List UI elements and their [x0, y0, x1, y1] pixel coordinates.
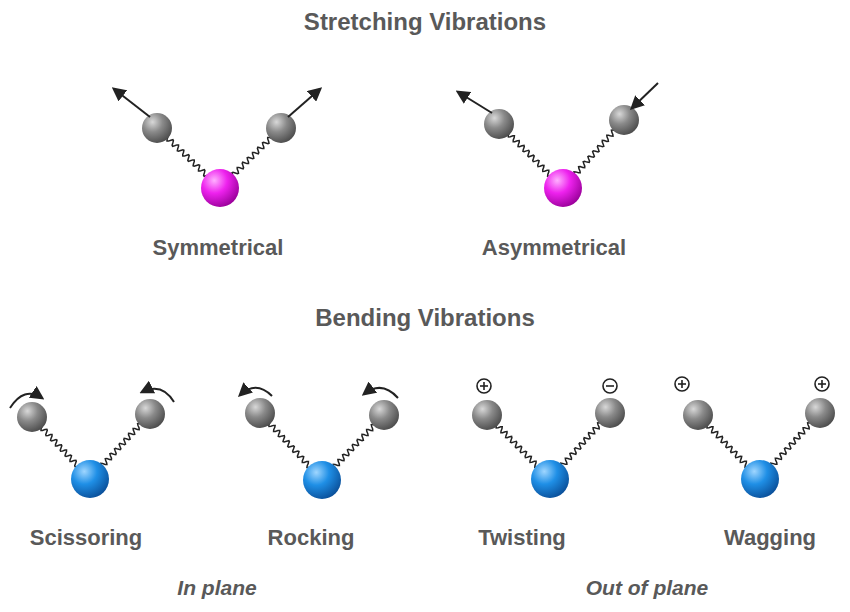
atom-sphere — [369, 400, 399, 430]
group-label: In plane — [177, 576, 256, 600]
minus-sign — [603, 379, 617, 393]
mode-label: Scissoring — [30, 525, 142, 551]
mode-label: Symmetrical — [153, 235, 284, 261]
atom-sphere — [17, 402, 47, 432]
motion-arrow — [114, 89, 150, 117]
motion-arrow — [632, 83, 658, 108]
atom-sphere — [805, 398, 835, 428]
motion-arrow — [288, 89, 320, 117]
motion-arrows — [10, 83, 658, 408]
atom-sphere — [609, 105, 639, 135]
atom-sphere — [683, 400, 713, 430]
atom-sphere — [245, 398, 275, 428]
plus-sign — [477, 379, 491, 393]
atom-group — [17, 105, 835, 499]
section-heading: Stretching Vibrations — [304, 8, 546, 36]
curved-arrow — [240, 388, 272, 396]
atom-sphere — [484, 109, 514, 139]
plus-sign — [675, 377, 689, 391]
atom-sphere — [201, 169, 239, 207]
mode-label: Wagging — [724, 525, 816, 551]
mode-label: Twisting — [478, 525, 566, 551]
motion-arrow — [458, 92, 492, 113]
plus-sign — [815, 377, 829, 391]
mode-label: Asymmetrical — [482, 235, 626, 261]
atom-sphere — [135, 399, 165, 429]
curved-arrow — [10, 394, 42, 408]
atom-sphere — [142, 113, 172, 143]
atom-sphere — [595, 398, 625, 428]
atom-sphere — [544, 169, 582, 207]
section-heading: Bending Vibrations — [315, 304, 535, 332]
atom-sphere — [531, 460, 569, 498]
curved-arrow — [364, 388, 398, 398]
atom-sphere — [266, 113, 296, 143]
bond-group — [31, 119, 820, 480]
atom-sphere — [71, 460, 109, 498]
mode-label: Rocking — [268, 525, 355, 551]
atom-sphere — [303, 461, 341, 499]
sign-symbols — [477, 377, 829, 393]
atom-sphere — [472, 400, 502, 430]
atom-sphere — [741, 460, 779, 498]
group-label: Out of plane — [586, 576, 709, 600]
curved-arrow — [142, 389, 174, 402]
